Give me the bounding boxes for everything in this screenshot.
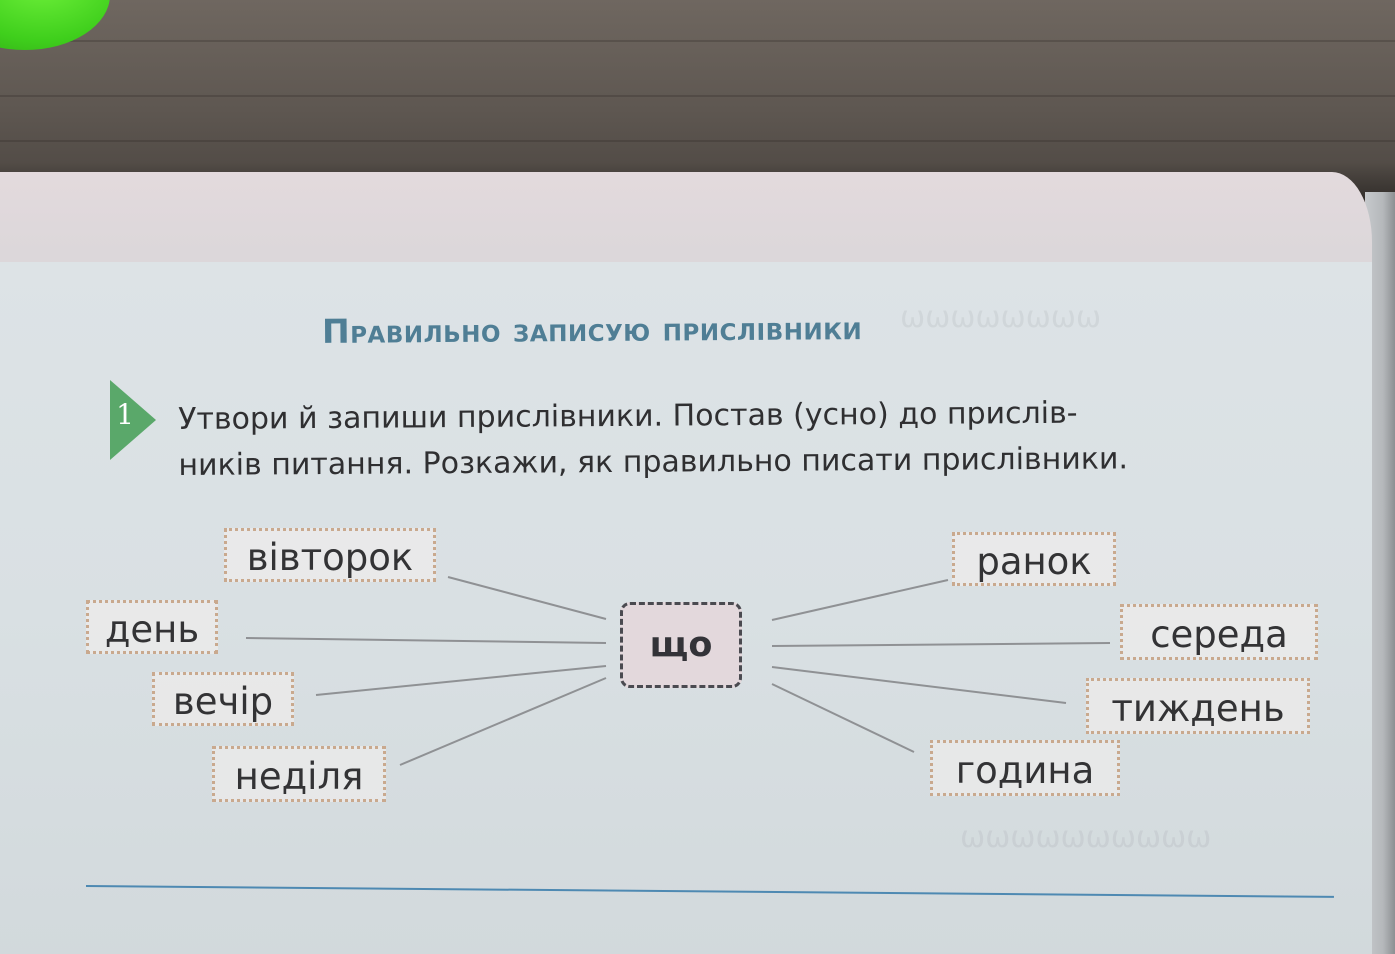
connector-line bbox=[245, 637, 607, 644]
word-card-nedilia: неділя bbox=[212, 746, 386, 802]
wood-grain bbox=[0, 95, 1395, 97]
word-card-den: день bbox=[86, 600, 218, 654]
connector-line bbox=[771, 666, 1067, 704]
connector-line bbox=[399, 677, 607, 766]
wood-grain bbox=[0, 40, 1395, 42]
word-card-vivtorok: вівторок bbox=[224, 528, 436, 582]
wood-grain bbox=[0, 140, 1395, 142]
connector-line bbox=[447, 576, 607, 620]
word-card-ranok: ранок bbox=[952, 532, 1116, 586]
word-card-vechir: вечір bbox=[152, 672, 294, 726]
exercise-number: 1 bbox=[116, 398, 134, 431]
exercise-marker bbox=[110, 380, 156, 460]
word-card-sereda: середа bbox=[1120, 604, 1318, 660]
connector-line bbox=[315, 665, 607, 696]
word-card-hodyna: година bbox=[930, 740, 1120, 796]
center-word-box: що bbox=[620, 602, 742, 688]
connector-line bbox=[771, 579, 949, 621]
connector-line bbox=[771, 642, 1111, 647]
connector-line bbox=[771, 683, 915, 753]
word-card-tyzhden: тиждень bbox=[1086, 678, 1310, 734]
wooden-table bbox=[0, 0, 1395, 200]
